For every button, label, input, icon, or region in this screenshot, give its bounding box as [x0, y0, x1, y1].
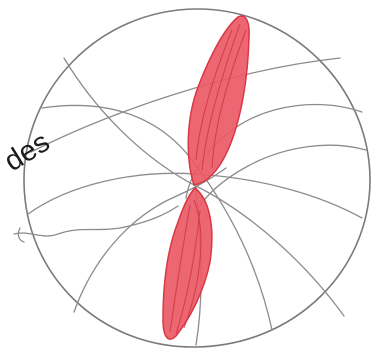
- petal-north: [188, 16, 249, 185]
- left-tick: [18, 228, 24, 242]
- des-label: des: [0, 126, 55, 178]
- wavy-left-line: [14, 206, 178, 236]
